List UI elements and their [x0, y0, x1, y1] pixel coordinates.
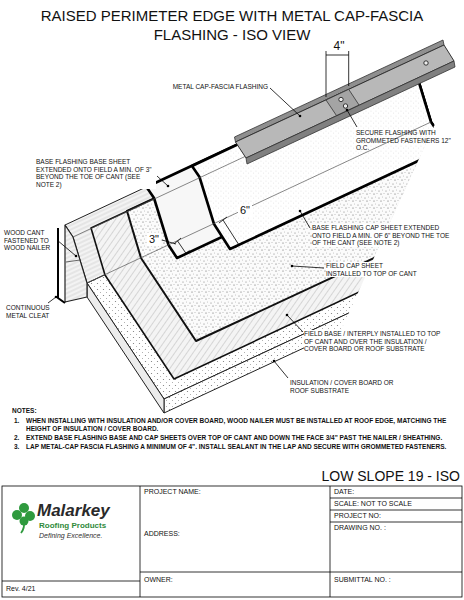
leader-line	[287, 315, 303, 332]
title-block-field: PROJECT NO:	[334, 512, 458, 520]
dimension: 3"	[147, 233, 161, 246]
dimension-tick	[183, 250, 190, 256]
title-block-field: ADDRESS:	[144, 530, 324, 538]
callout-label: BASE FLASHING CAP SHEET EXTENDED ONTO FI…	[312, 224, 458, 247]
callout-label: FIELD CAP SHEET INSTALLED TO TOP OF CANT	[326, 262, 418, 277]
dimension-line	[223, 220, 239, 245]
grommeted-fastener	[424, 61, 428, 65]
base-flashing-cap-sheet	[192, 64, 448, 249]
leader-line	[162, 240, 176, 244]
title-block-rule	[330, 522, 462, 523]
logo-wordmark: Malarkey	[37, 501, 137, 521]
dimension-tick	[174, 238, 181, 244]
logo-tagline: Roofing Products	[39, 521, 139, 530]
leader-line	[300, 211, 310, 228]
title-block-field: SCALE: NOT TO SCALE	[334, 500, 458, 508]
callout-label: FIELD BASE / INTERPLY INSTALLED TO TOP O…	[304, 330, 444, 353]
leader-line	[292, 266, 324, 268]
title-block-rule	[2, 581, 140, 582]
metal-cap-fascia-edge	[235, 40, 445, 142]
metal-cleat	[58, 228, 65, 303]
notes-heading: NOTES:	[12, 407, 37, 415]
leader-dot	[273, 360, 276, 363]
leader-line	[270, 88, 300, 116]
note-number: 2.	[14, 434, 19, 442]
leader-line	[57, 240, 76, 256]
title-block-field: PROJECT NAME:	[144, 488, 324, 496]
cant-joint	[66, 260, 80, 262]
title-block-field: OWNER:	[144, 576, 324, 584]
drawing-number: LOW SLOPE 19 - ISO	[290, 468, 460, 485]
leader-dot	[55, 296, 58, 299]
leader-dot	[75, 255, 78, 258]
wood-nailer-end	[65, 225, 87, 302]
metal-cap-lap	[326, 89, 359, 115]
callout-label: SECURE FLASHING WITH GROMMETED FASTENERS…	[356, 129, 456, 152]
title-block-rule	[330, 498, 462, 499]
dimension-line	[326, 55, 349, 56]
dimension: 6"	[238, 204, 252, 217]
grommeted-fastener	[343, 104, 347, 108]
note-number: 1.	[14, 417, 19, 425]
leader-dot	[286, 314, 289, 317]
metal-cap-hem	[246, 61, 455, 164]
dimension-tick	[219, 217, 227, 223]
callout-label: CONTINUOUS METAL CLEAT	[6, 304, 56, 319]
leader-line	[347, 110, 357, 127]
title-block-field: SUBMITTAL NO. :	[334, 576, 458, 584]
callout-label: INSULATION / COVER BOARD OR ROOF SUBSTRA…	[290, 379, 412, 394]
dimension: 4"	[327, 39, 351, 53]
logo-stem	[21, 520, 24, 533]
leader-line	[274, 361, 288, 378]
title-block-rule	[140, 486, 141, 597]
dimension-extension	[348, 51, 349, 86]
leader-line	[157, 176, 168, 186]
title-block-field: DRAWING NO. :	[334, 524, 458, 532]
leader-dot	[291, 265, 294, 268]
callout-label: WOOD CANT FASTENED TO WOOD NAILER	[4, 229, 55, 252]
note-number: 3.	[14, 443, 19, 451]
leader-dot	[167, 185, 170, 188]
title-block-frame	[2, 486, 462, 597]
title-block-rule	[330, 486, 331, 597]
note-text: LAP METAL-CAP FASCIA FLASHING A MINIMUM …	[26, 443, 454, 451]
dimension-extension	[326, 51, 327, 97]
revision: Rev. 4/21	[6, 585, 126, 593]
leader-line	[48, 297, 56, 303]
title-block-rule	[330, 510, 462, 511]
note-text: WHEN INSTALLING WITH INSULATION AND/OR C…	[26, 417, 454, 432]
title-block-field: DATE:	[334, 488, 458, 496]
grommeted-fastener	[339, 97, 343, 101]
logo-slogan: Defining Excellence.	[39, 532, 139, 540]
callout-label: BASE FLASHING BASE SHEET EXTENDED ONTO F…	[36, 158, 156, 189]
leader-dot	[346, 109, 349, 112]
note-text: EXTEND BASE FLASHING BASE AND CAP SHEETS…	[26, 434, 454, 442]
title-block-rule	[140, 572, 462, 573]
callout-label: METAL CAP-FASCIA FLASHING	[140, 83, 268, 91]
leader-dot	[299, 210, 302, 213]
drawing-title: RAISED PERIMETER EDGE WITH METAL CAP-FAS…	[30, 6, 434, 44]
leader-dot	[299, 115, 302, 118]
dimension-tick	[235, 242, 243, 248]
dimension-line	[178, 241, 186, 253]
